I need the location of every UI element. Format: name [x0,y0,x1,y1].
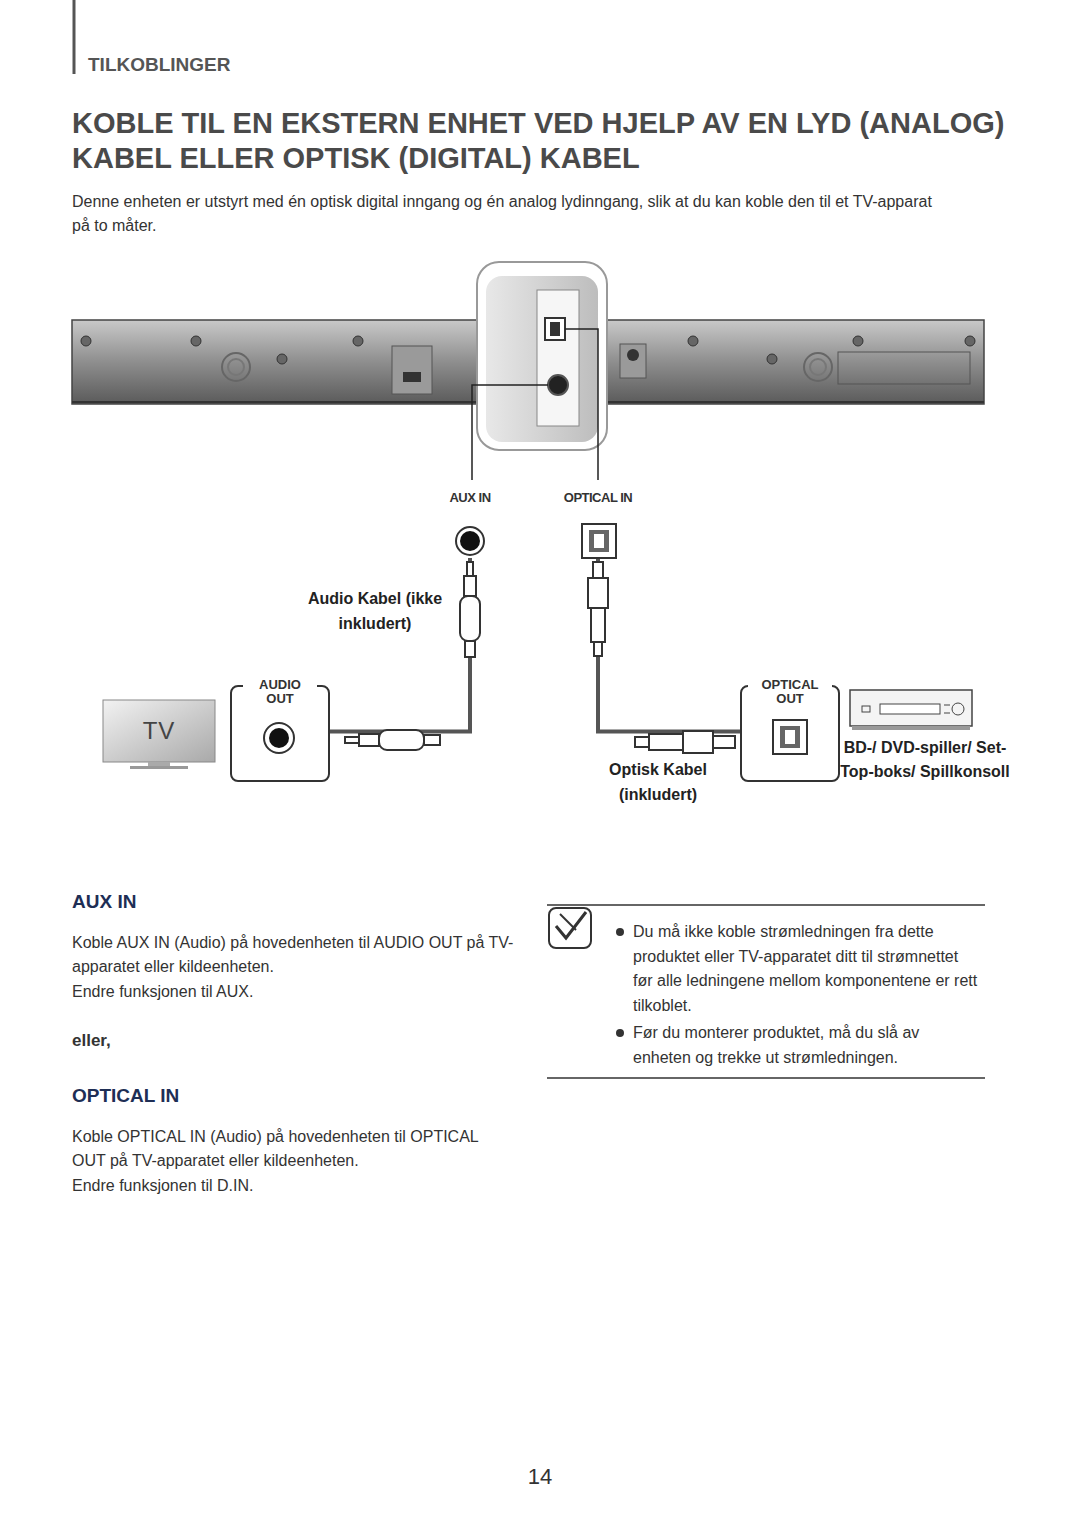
sub-heading: OPTICAL IN [72,1085,372,1107]
cable [330,558,470,732]
body-text: Koble AUX IN (Audio) på hovedenheten til… [72,931,537,979]
output-box-label: AUDIO OUT [243,678,317,706]
section-header: TILKOBLINGER [88,54,388,76]
input-jack-label: AUX IN [428,490,512,505]
device-caption: BD-/ DVD-spiller/ Set-Top-boks/ Spillkon… [838,736,1012,784]
device-caption-label: BD-/ DVD-spiller/ Set-Top-boks/ Spillkon… [838,736,1012,784]
tv-box-label: TV [103,717,215,745]
audio-plug-side [345,730,440,750]
output-jacks [264,720,807,754]
header-rule [73,0,76,74]
note-text: Før du monterer produktet, må du slå av … [633,1021,978,1070]
note-box [547,905,985,1078]
note-text: Du må ikke koble strømledningen fra dett… [633,920,978,1018]
body-text: Endre funksjonen til AUX. [72,980,512,1004]
optical-plug-top [588,562,608,656]
audio-plug-top [460,562,480,657]
or-text: eller, [72,1031,272,1051]
input-jack: OPTICAL IN [550,490,646,558]
output-box-label: OPTICAL OUT [748,678,832,706]
cable-label: Audio Kabel (ikke inkludert) [300,586,450,636]
optical-plug-side [635,731,735,753]
input-jack: AUX IN [428,490,512,558]
page-title: KOBLE TIL EN EKSTERN ENHET VED HJELP AV … [72,106,1012,176]
intro-text: Denne enheten er utstyrt med én optisk d… [72,190,952,238]
output-box: OPTICAL OUT [740,685,840,782]
output-box: AUDIO OUT [230,685,330,782]
tv-set [103,700,215,769]
page-number: 14 [500,1464,580,1490]
sub-heading: AUX IN [72,891,372,913]
cable [598,558,740,732]
soundbar-jacks [456,524,616,558]
input-jack-label: OPTICAL IN [550,490,646,505]
tv-box: TV [103,700,215,762]
body-text: Endre funksjonen til D.IN. [72,1174,512,1198]
bd-player [850,690,972,730]
cable-label: Optisk Kabel (inkludert) [588,757,728,807]
body-text: Koble OPTICAL IN (Audio) på hovedenheten… [72,1125,492,1173]
zoom-detail [472,262,607,480]
